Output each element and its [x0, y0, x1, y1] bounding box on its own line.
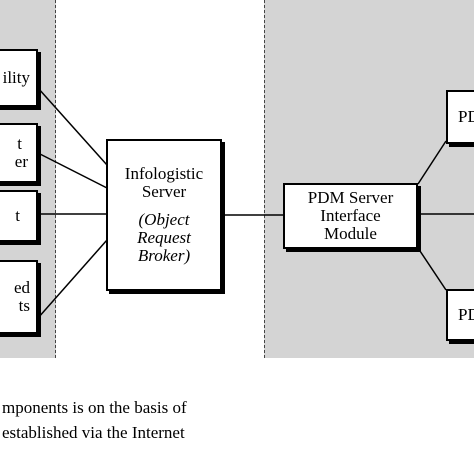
client-box-2-line-1: t [17, 134, 22, 153]
client-box-2-line-2: er [14, 152, 28, 171]
caption-line-2: established via the Internet [2, 423, 185, 442]
pdm-system-box-2-label: PD [458, 305, 474, 324]
connector-pdm-right-1 [417, 140, 447, 185]
server-title-line-1: Infologistic [124, 164, 204, 183]
caption-line-1: mponents is on the basis of [2, 398, 187, 417]
pdm-line-2: Interface [320, 206, 381, 225]
infologistic-server-box: Infologistic Server (Object Request Brok… [106, 139, 222, 291]
figure-caption: mponents is on the basis of established … [0, 397, 474, 447]
connector-client-2 [37, 152, 108, 189]
pdm-system-box-1-label: PD [458, 107, 474, 126]
connector-pdm-right-2 [417, 247, 447, 291]
pdm-line-1: PDM Server [307, 188, 394, 207]
client-box-2: t er [0, 123, 38, 183]
pdm-server-interface-box: PDM Server Interface Module [283, 183, 418, 249]
connector-client-4 [37, 239, 108, 319]
client-box-4-line-2: ts [18, 296, 30, 315]
pdm-line-3: Module [324, 224, 377, 243]
server-title-line-2: Server [141, 182, 187, 201]
client-box-1: ility [0, 49, 38, 107]
client-box-4-line-1: ed [13, 278, 30, 297]
client-box-1-line-1: ility [2, 68, 30, 87]
server-subtitle-line-2: Request [137, 228, 191, 247]
client-box-4: ed ts [0, 260, 38, 334]
client-box-3-line-1: t [15, 206, 20, 225]
connector-client-1 [37, 87, 108, 166]
right-server-zone [264, 0, 474, 358]
pdm-system-box-2: PD [446, 289, 474, 341]
server-subtitle-line-1: (Object [138, 210, 190, 229]
client-box-3: t [0, 190, 38, 242]
pdm-system-box-1: PD [446, 90, 474, 144]
server-subtitle-line-3: Broker) [137, 246, 191, 265]
